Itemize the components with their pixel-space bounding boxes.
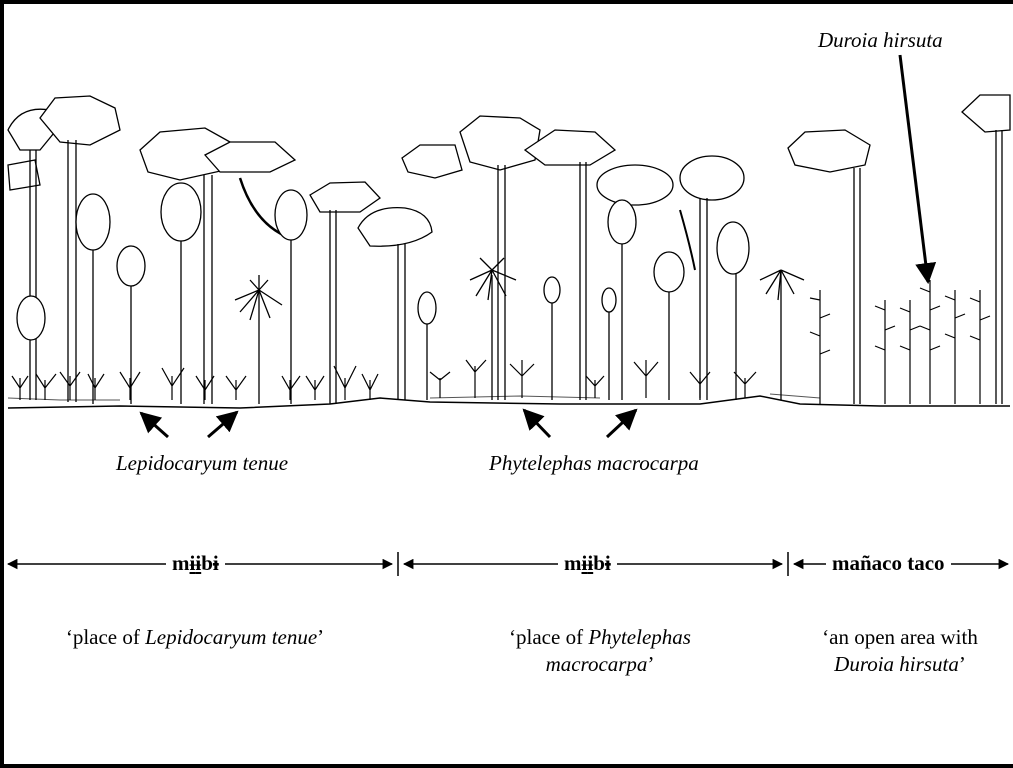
phytelephas-arrow-right (607, 410, 636, 437)
canopy-tree-group-2 (402, 116, 804, 400)
duroia-label: Duroia hirsuta (818, 30, 943, 51)
lepidocaryum-shrubs (12, 366, 378, 400)
canopy-tree-group-1 (8, 96, 432, 404)
duroia-saplings (810, 280, 990, 404)
zone-3-name: mañaco taco (826, 553, 951, 574)
zone-2-name: mɨɨbɨ (558, 553, 617, 574)
phytelephas-arrow-left (524, 410, 550, 437)
duroia-arrow (900, 55, 928, 282)
lepidocaryum-label: Lepidocaryum tenue (116, 453, 288, 474)
zone-1-name: mɨɨbɨ (166, 553, 225, 574)
lepidocaryum-arrow-right (208, 412, 237, 437)
zone-3-gloss: ‘an open area with Duroia hirsuta’ (790, 624, 1010, 678)
zone-1-gloss: ‘place of Lepidocaryum tenue’ (50, 624, 340, 651)
lepidocaryum-arrow-left (141, 413, 168, 437)
zone-2-gloss: ‘place of Phytelephas macrocarpa’ (455, 624, 745, 678)
phytelephas-label: Phytelephas macrocarpa (489, 453, 699, 474)
canopy-tree-group-3 (788, 95, 1010, 404)
